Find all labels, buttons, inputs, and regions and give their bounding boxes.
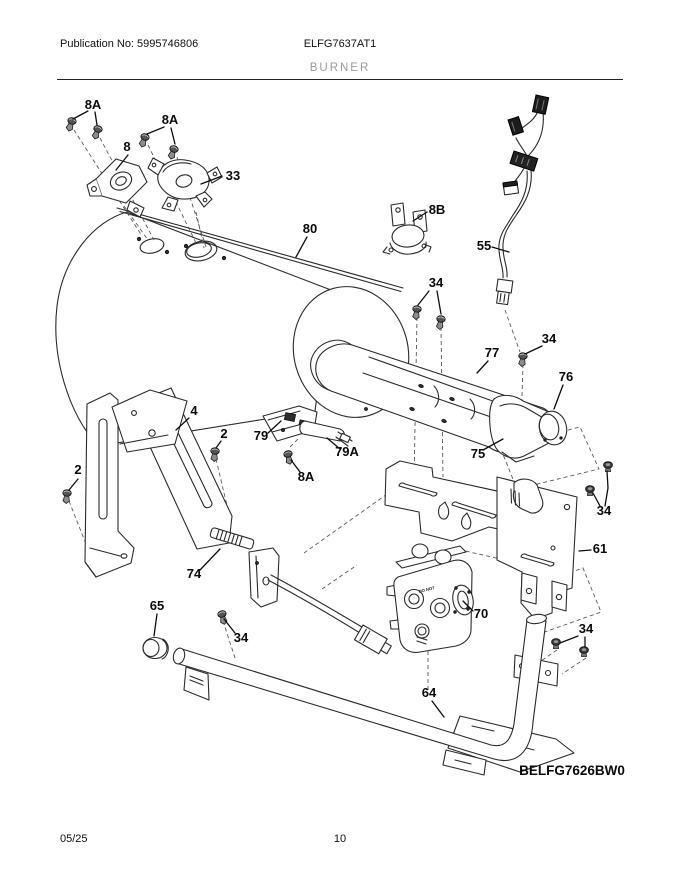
part-64-gas-pipe [172,613,575,776]
callout-8: 8 [123,139,130,154]
footer-date: 05/25 [60,833,88,845]
section-title: BURNER [309,62,371,74]
diagram-code: BELFG7626BW0 [519,763,625,778]
part-76-ring [538,410,568,446]
callout-leader-lines [68,110,609,718]
callout-34: 34 [542,331,557,346]
part-80-burner-housing [55,207,410,447]
callout-75: 75 [471,446,485,461]
model-number: ELFG7637AT1 [303,38,377,50]
callout-34: 34 [579,621,594,636]
callout-79: 79 [254,428,268,443]
callout-2: 2 [220,426,227,441]
part-70-gas-valve: DO NOT [386,543,474,653]
callout-8b: 8B [429,202,446,217]
screw-2-icon [209,447,220,463]
callout-80: 80 [303,221,317,236]
screw-34-icon [434,314,447,331]
nut-34-icon [551,638,561,649]
footer-page-number: 10 [333,833,347,845]
callout-33: 33 [226,168,240,183]
header-divider [57,79,623,80]
callout-70: 70 [474,606,488,621]
callout-79a: 79A [335,444,359,459]
callout-61: 61 [593,541,607,556]
callout-8a: 8A [85,97,102,112]
part-8b-thermostat [382,202,432,255]
part-8-thermostat [86,158,148,218]
part-74-igniter [209,527,392,655]
callout-labels: 8A 8 8A 33 8B 55 80 34 34 77 76 75 79 79… [74,97,625,778]
screw-34-icon [411,304,422,321]
screw-34-icon [517,351,528,368]
screw-2-icon [61,489,72,505]
callout-4: 4 [190,403,198,418]
callout-74: 74 [187,566,202,581]
part-61-mounting-bracket [384,460,578,620]
callout-76: 76 [559,369,573,384]
callout-34: 34 [429,275,444,290]
callout-64: 64 [422,685,437,700]
nut-34-icon [579,646,589,657]
part-79-igniter-assembly [262,405,353,447]
part-65-cap [142,636,169,660]
publication-number: Publication No: 5995746806 [60,38,199,50]
part-33-thermostat [147,157,223,212]
part-55-wiring-harness [495,94,550,306]
callout-77: 77 [485,345,499,360]
screw-8a-icon [64,116,78,133]
callout-2: 2 [74,462,81,477]
callout-34: 34 [234,630,249,645]
screw-8a-icon [90,124,104,141]
callout-55: 55 [477,238,491,253]
callout-8a: 8A [298,469,315,484]
callout-8a: 8A [162,112,179,127]
callout-34: 34 [597,503,612,518]
part-4-support-bracket [84,387,233,578]
nut-34-icon [603,461,613,472]
valve-marking-text: DO NOT [418,585,435,594]
callout-65: 65 [150,598,164,613]
